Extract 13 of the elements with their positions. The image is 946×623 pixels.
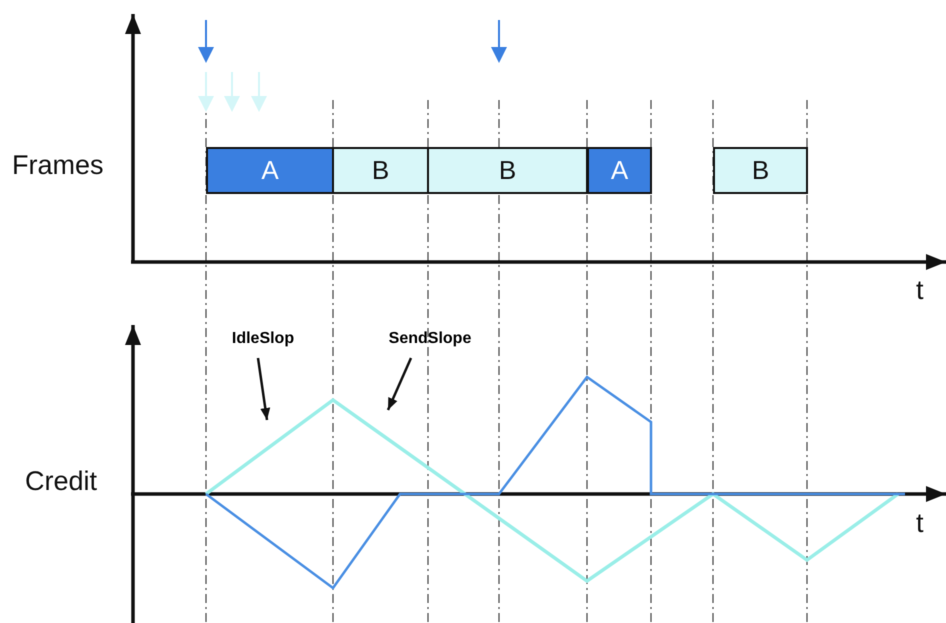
axis-label: t — [916, 277, 924, 304]
row-label: Credit — [25, 468, 98, 495]
slope-label: IdleSlop — [222, 328, 304, 350]
leader-arrow — [386, 358, 412, 410]
frame-block: A — [206, 147, 334, 194]
frame-block: B — [713, 147, 808, 194]
frame-block: B — [332, 147, 429, 194]
slope-label: SendSlope — [377, 328, 483, 350]
leader-arrow — [256, 358, 270, 420]
row-label: Frames — [12, 152, 104, 179]
axis-label: t — [916, 510, 924, 537]
frame-block: B — [427, 147, 588, 194]
frame-block: A — [587, 147, 652, 194]
